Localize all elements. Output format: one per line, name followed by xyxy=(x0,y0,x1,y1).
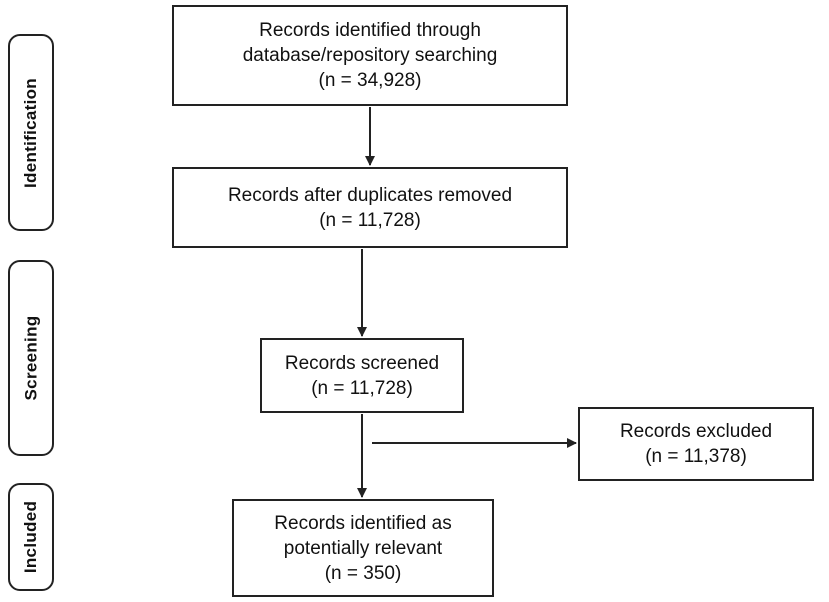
box-records-identified: Records identified through database/repo… xyxy=(172,5,568,106)
box-records-relevant-count: (n = 350) xyxy=(324,562,402,584)
box-records-relevant-line2: potentially relevant xyxy=(283,537,443,559)
box-records-relevant: Records identified as potentially releva… xyxy=(232,499,494,597)
box-records-excluded-line1: Records excluded xyxy=(619,421,773,442)
box-records-screened-count: (n = 11,728) xyxy=(311,377,413,399)
box-records-deduplicated-count: (n = 11,728) xyxy=(319,209,421,231)
box-records-screened: Records screened (n = 11,728) xyxy=(260,338,464,413)
box-records-deduplicated: Records after duplicates removed (n = 11… xyxy=(172,167,568,248)
box-records-excluded-count: (n = 11,378) xyxy=(645,446,747,467)
phase-screening: Screening xyxy=(8,260,54,456)
phase-identification: Identification xyxy=(8,34,54,231)
box-records-excluded: Records excluded (n = 11,378) xyxy=(578,407,814,481)
box-records-identified-count: (n = 34,928) xyxy=(318,70,422,91)
box-records-deduplicated-line1: Records after duplicates removed xyxy=(227,184,513,206)
box-records-identified-line2: database/repository searching xyxy=(242,45,498,66)
box-records-screened-line1: Records screened xyxy=(284,352,440,374)
phase-included: Included xyxy=(8,483,54,591)
box-records-relevant-line1: Records identified as xyxy=(274,512,452,534)
box-records-identified-line1: Records identified through xyxy=(259,20,481,41)
